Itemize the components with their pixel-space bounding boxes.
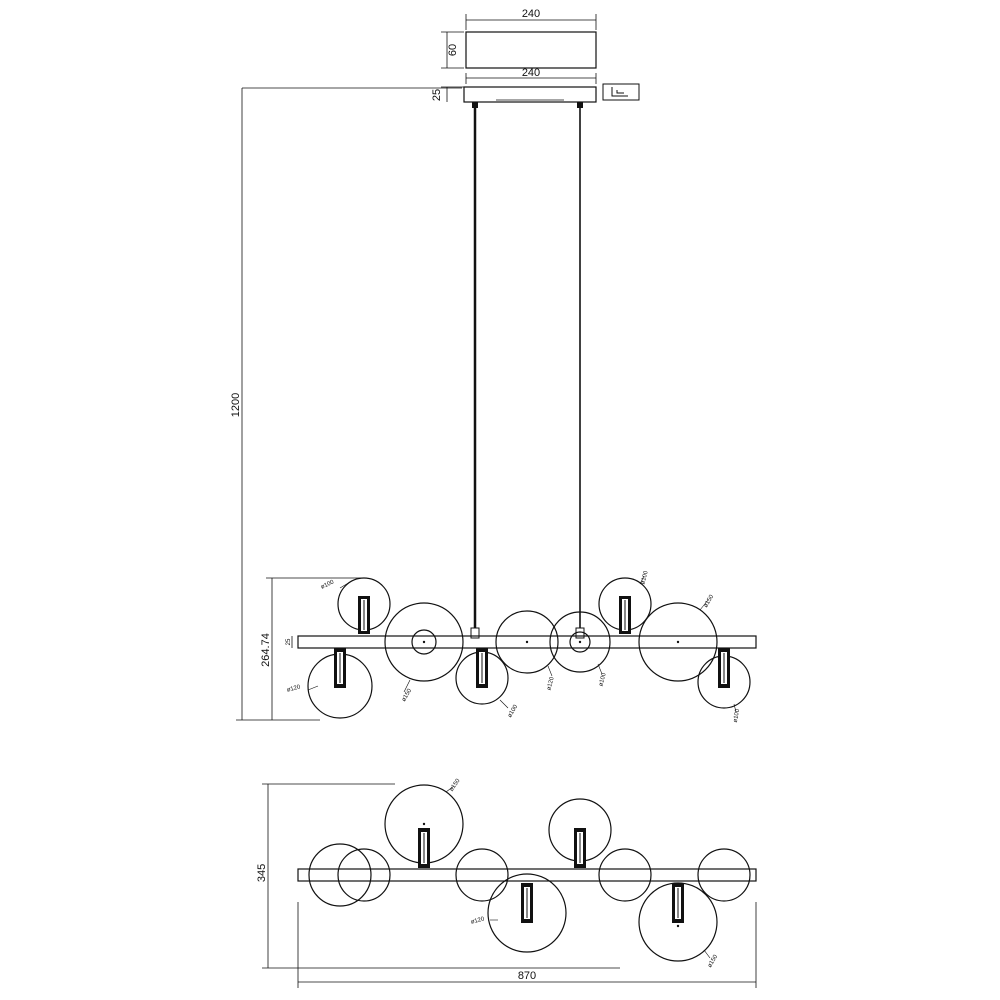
plan-view-dimensions: 345 870 <box>256 783 757 988</box>
globe-diameter-label: ø100 <box>320 579 336 590</box>
front-bar <box>297 635 757 649</box>
globe-plan-4 <box>455 848 509 902</box>
globe-diameter-label: ø100 <box>598 672 608 687</box>
suspension-cables <box>470 102 585 639</box>
globe-diameter-label: ø120 <box>470 916 485 926</box>
plan-depth-label: 345 <box>256 864 268 882</box>
plan-bar <box>297 868 757 882</box>
globe-plan-2 <box>337 848 391 902</box>
plan-width-label: 870 <box>518 970 536 982</box>
globe-diameter-label: ø150 <box>707 954 719 969</box>
globe-diameter-label: ø100 <box>733 708 741 723</box>
plate-height-label: 25 <box>431 89 443 101</box>
globe-plan-1 <box>308 843 372 907</box>
canopy-plate: 240 25 <box>431 67 640 103</box>
globe-diameter-label: ø100 <box>640 570 650 585</box>
plan-view-fixture: ø150 ø120 ø150 <box>297 778 757 969</box>
globe-plan-7 <box>598 848 652 902</box>
canopy-top-view: 240 60 <box>441 8 597 69</box>
globe-front-5 <box>495 610 559 674</box>
canopy-width-label: 240 <box>522 8 540 20</box>
globe-diameter-label: ø120 <box>286 684 301 694</box>
overall-height-dimension: 1200 264.74 25 <box>230 87 462 721</box>
plate-width-label: 240 <box>522 67 540 79</box>
globe-diameter-label: ø120 <box>546 676 556 691</box>
globe-front-3 <box>384 602 464 682</box>
overall-height-label: 1200 <box>230 393 242 417</box>
globe-diameter-label: ø150 <box>703 594 715 609</box>
globe-diameter-label: ø150 <box>449 778 462 793</box>
globe-diameter-label: ø100 <box>507 704 519 719</box>
globe-diameter-label: ø150 <box>401 688 413 703</box>
globe-front-8 <box>638 602 718 682</box>
globe-plan-5 <box>487 873 567 953</box>
bar-height-label: 25 <box>286 638 292 645</box>
fixture-height-label: 264.74 <box>260 633 272 667</box>
globe-front-6 <box>549 611 611 673</box>
globe-plan-9 <box>697 848 751 902</box>
canopy-height-label: 60 <box>447 44 459 56</box>
front-view-fixture: ø100 ø120 ø150 ø100 ø120 ø100 ø100 ø150 … <box>286 570 757 723</box>
